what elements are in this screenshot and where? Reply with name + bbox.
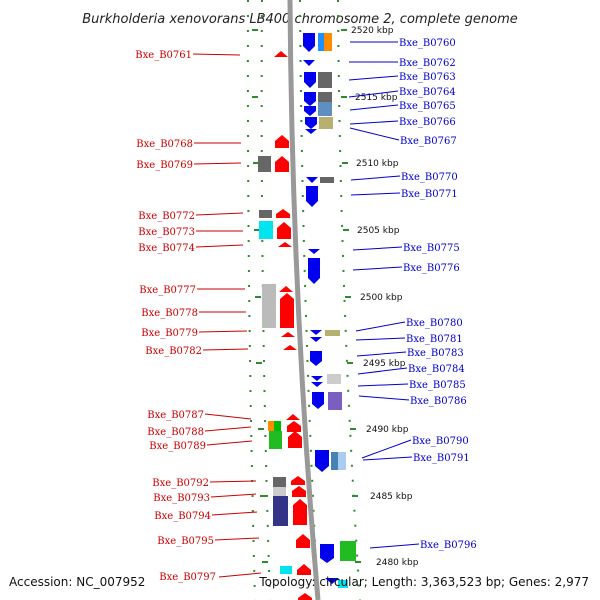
gene-label: Bxe_B0789	[149, 441, 206, 452]
gene-label: Bxe_B0790	[412, 436, 469, 447]
topology-text: Topology: circular; Length: 3,363,523 bp…	[258, 575, 589, 589]
reverse-gene-labels: Bxe_B0760 Bxe_B0762 Bxe_B0763 Bxe_B0764 …	[399, 38, 477, 551]
forward-gene-labels: Bxe_B0761 Bxe_B0768 Bxe_B0769 Bxe_B0772 …	[135, 50, 216, 583]
scale-label: 2490 kbp	[366, 425, 409, 435]
gene-label: Bxe_B0792	[152, 478, 209, 489]
scale-label: 2480 kbp	[376, 558, 419, 568]
gene-label: Bxe_B0764	[399, 87, 456, 98]
gene-label: Bxe_B0775	[403, 243, 460, 254]
outer-right-dotted-track	[337, 0, 361, 600]
gene-label: Bxe_B0776	[403, 263, 460, 274]
gene-label: Bxe_B0797	[159, 572, 216, 583]
scale-label: 2515 kbp	[355, 93, 398, 103]
reverse-gene-arrows	[303, 33, 339, 584]
chromosome-backbone	[287, 0, 321, 600]
gene-label: Bxe_B0795	[157, 536, 214, 547]
outer-left-dotted-track	[246, 0, 256, 600]
gene-label: Bxe_B0787	[147, 410, 204, 421]
gene-label: Bxe_B0782	[145, 346, 202, 357]
forward-leader-lines	[192, 53, 262, 578]
gene-label: Bxe_B0773	[138, 227, 195, 238]
gene-label: Bxe_B0771	[401, 189, 458, 200]
scale-label: 2510 kbp	[356, 159, 399, 169]
scale-label: 2495 kbp	[363, 359, 406, 369]
gene-label: Bxe_B0785	[409, 380, 466, 391]
gene-label: Bxe_B0763	[399, 72, 456, 83]
forward-cog-blocks	[258, 156, 292, 574]
gene-label: Bxe_B0780	[406, 318, 463, 329]
gene-label: Bxe_B0783	[407, 348, 464, 359]
gene-label: Bxe_B0766	[399, 117, 456, 128]
gene-label: Bxe_B0772	[138, 211, 195, 222]
scale-label: 2485 kbp	[370, 492, 413, 502]
gene-label: Bxe_B0781	[406, 334, 463, 345]
gene-label: Bxe_B0777	[139, 285, 196, 296]
gene-label: Bxe_B0765	[399, 101, 456, 112]
reverse-cog-blocks	[318, 33, 356, 588]
scale-label: 2520 kbp	[351, 26, 394, 36]
gene-label: Bxe_B0794	[154, 511, 211, 522]
gene-label: Bxe_B0768	[136, 139, 193, 150]
gene-label: Bxe_B0779	[141, 328, 198, 339]
gene-label: Bxe_B0760	[399, 38, 456, 49]
gene-label: Bxe_B0793	[153, 493, 210, 504]
inner-right-dotted-track	[299, 0, 319, 600]
gene-label: Bxe_B0767	[400, 136, 457, 147]
gene-label: Bxe_B0774	[138, 243, 195, 254]
gene-label: Bxe_B0791	[413, 453, 470, 464]
gene-label: Bxe_B0788	[147, 427, 204, 438]
gene-label: Bxe_B0786	[410, 396, 467, 407]
gene-label: Bxe_B0769	[136, 160, 193, 171]
scale-labels: 2520 kbp 2515 kbp 2510 kbp 2505 kbp 2500…	[351, 26, 419, 568]
gene-label: Bxe_B0778	[141, 308, 198, 319]
accession-text: Accession: NC_007952	[9, 575, 145, 589]
scale-label: 2500 kbp	[360, 293, 403, 303]
gene-label: Bxe_B0761	[135, 50, 192, 61]
map-title: Burkholderia xenovorans LB400 chromosome…	[82, 12, 518, 27]
gene-label: Bxe_B0796	[420, 540, 477, 551]
gene-label: Bxe_B0784	[408, 364, 465, 375]
gene-label: Bxe_B0762	[399, 58, 456, 69]
reverse-leader-lines	[348, 41, 420, 549]
gene-label: Bxe_B0770	[401, 172, 458, 183]
scale-label: 2505 kbp	[357, 226, 400, 236]
forward-gene-arrows	[274, 51, 312, 600]
